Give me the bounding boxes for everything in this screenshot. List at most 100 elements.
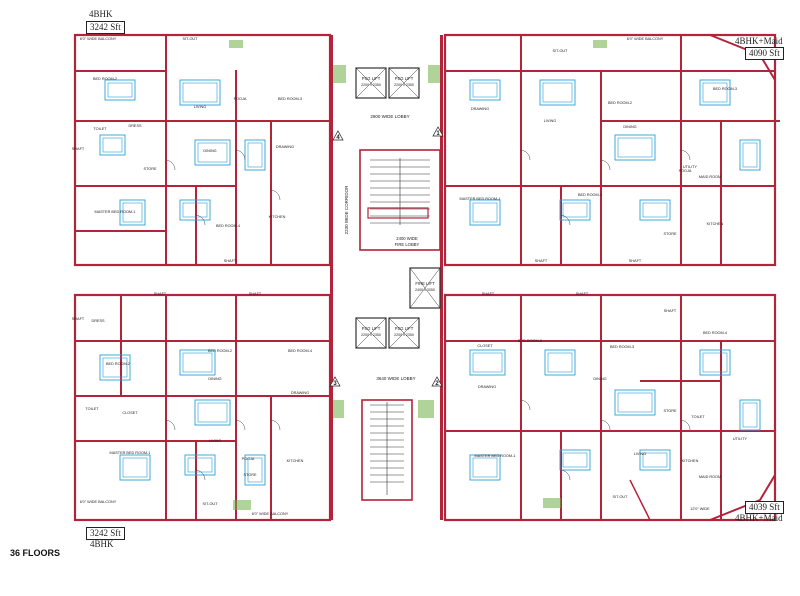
furniture-detail: [642, 202, 668, 218]
door-swing: [234, 419, 246, 431]
room-label: SIT-OUT: [203, 502, 219, 506]
furniture-detail: [742, 402, 758, 428]
section-marker: [332, 130, 344, 141]
unit-bottom-left-outline: [73, 293, 332, 522]
furniture: [639, 199, 671, 221]
door-swing: [194, 469, 206, 481]
furniture-detail: [247, 457, 263, 483]
room-label: SHAFT: [576, 292, 589, 296]
door-swing: [164, 419, 176, 431]
internal-wall: [75, 340, 330, 342]
fire-lift-label: FIRE LIFT: [415, 281, 435, 286]
planter-green: [332, 65, 346, 83]
furniture: [614, 134, 656, 161]
internal-wall: [560, 430, 562, 520]
furniture-detail: [547, 352, 573, 373]
psg-lift: [355, 317, 387, 349]
balcony-edge: [709, 474, 776, 521]
internal-wall: [235, 295, 237, 520]
lift-cross: [409, 267, 441, 309]
room-label: 6'0" WIDE BALCONY: [80, 37, 117, 41]
unit-type-bottom-right: 4BHK+Maid: [735, 513, 783, 523]
psg-lift-label: PSG LIFT: [362, 76, 381, 81]
furniture-detail: [182, 202, 208, 218]
unit-area-top-left: 3242 Sft: [86, 21, 125, 34]
core-wall: [330, 35, 333, 520]
psg-lift-size: 2200 x 2350: [361, 83, 381, 87]
unit-type-top-right: 4BHK+Maid: [735, 36, 783, 46]
furniture: [559, 449, 591, 471]
door-swing: [269, 189, 281, 201]
room-label: SHAFT: [72, 317, 85, 321]
room-label: BED ROOM-2: [518, 339, 542, 343]
psg-lift-size: 2200 x 2350: [394, 83, 414, 87]
internal-wall: [120, 295, 122, 395]
room-label: SIT-OUT: [183, 37, 199, 41]
furniture-detail: [122, 202, 143, 223]
room-label: KITCHEN: [682, 459, 699, 463]
room-label: MAID ROOM: [699, 175, 721, 179]
room-label: SHAFT: [535, 259, 548, 263]
room-label: STORE: [243, 473, 256, 477]
section-marker-label: 3: [333, 381, 337, 387]
door-swing: [519, 399, 531, 411]
internal-wall: [445, 340, 775, 342]
room-label: LIVING: [544, 119, 556, 123]
room-label: BED ROOM-3: [713, 87, 737, 91]
room-label: POOJA: [234, 97, 247, 101]
core-wall: [440, 35, 443, 520]
section-marker: [431, 376, 443, 387]
psg-lift: [355, 67, 387, 99]
furniture-detail: [107, 82, 133, 98]
unit-area-bottom-right: 4039 Sft: [745, 501, 784, 514]
fire-lift-size: 2400 x 3050: [415, 288, 435, 292]
furniture: [559, 199, 591, 221]
internal-wall: [720, 340, 722, 520]
door-swing: [519, 149, 531, 161]
planter-green: [233, 500, 251, 510]
internal-wall: [270, 120, 272, 265]
planter-green: [229, 40, 243, 48]
unit-area-top-right: 4090 Sft: [745, 47, 784, 60]
room-label: BED ROOM-2: [93, 77, 117, 81]
room-label: SHAFT: [664, 309, 677, 313]
fire-lobby-label-2: FIRE LOBBY: [395, 242, 420, 247]
room-label: DRAWING: [291, 391, 309, 395]
section-marker-label: 4: [336, 135, 340, 141]
room-label: LIVING: [209, 439, 221, 443]
furniture-detail: [702, 352, 728, 373]
fire-lobby-box: [367, 207, 429, 219]
furniture-detail: [562, 452, 588, 468]
furniture: [194, 399, 231, 426]
planter-green: [330, 400, 344, 418]
internal-wall: [165, 35, 167, 265]
psg-lift-size: 2200 x 2350: [394, 333, 414, 337]
room-label: STORE: [663, 232, 676, 236]
internal-wall: [75, 185, 235, 187]
internal-wall: [560, 185, 562, 265]
psg-lift: [388, 317, 420, 349]
psg-lift-label: PSG LIFT: [362, 326, 381, 331]
room-label: SHAFT: [224, 259, 237, 263]
furniture: [739, 399, 761, 431]
internal-wall: [445, 430, 775, 432]
furniture-detail: [617, 392, 653, 413]
lift-cross: [355, 67, 387, 99]
room-label: TOILET: [93, 127, 107, 131]
room-label: BED ROOM-2: [208, 349, 232, 353]
furniture-detail: [562, 202, 588, 218]
furniture-detail: [197, 402, 228, 423]
room-label: SHAFT: [249, 292, 262, 296]
furniture: [639, 449, 671, 471]
room-label: 6'0" WIDE BALCONY: [80, 500, 117, 504]
furniture: [469, 199, 501, 226]
balcony-edge: [629, 479, 651, 521]
furniture-detail: [102, 137, 123, 153]
furniture: [179, 79, 221, 106]
room-label: BED ROOM-4: [216, 224, 240, 228]
room-label: DRAWING: [478, 385, 496, 389]
planter-green: [593, 40, 607, 48]
room-label: KITCHEN: [269, 215, 286, 219]
furniture: [119, 199, 146, 226]
floor-count: 36 FLOORS: [10, 548, 61, 558]
